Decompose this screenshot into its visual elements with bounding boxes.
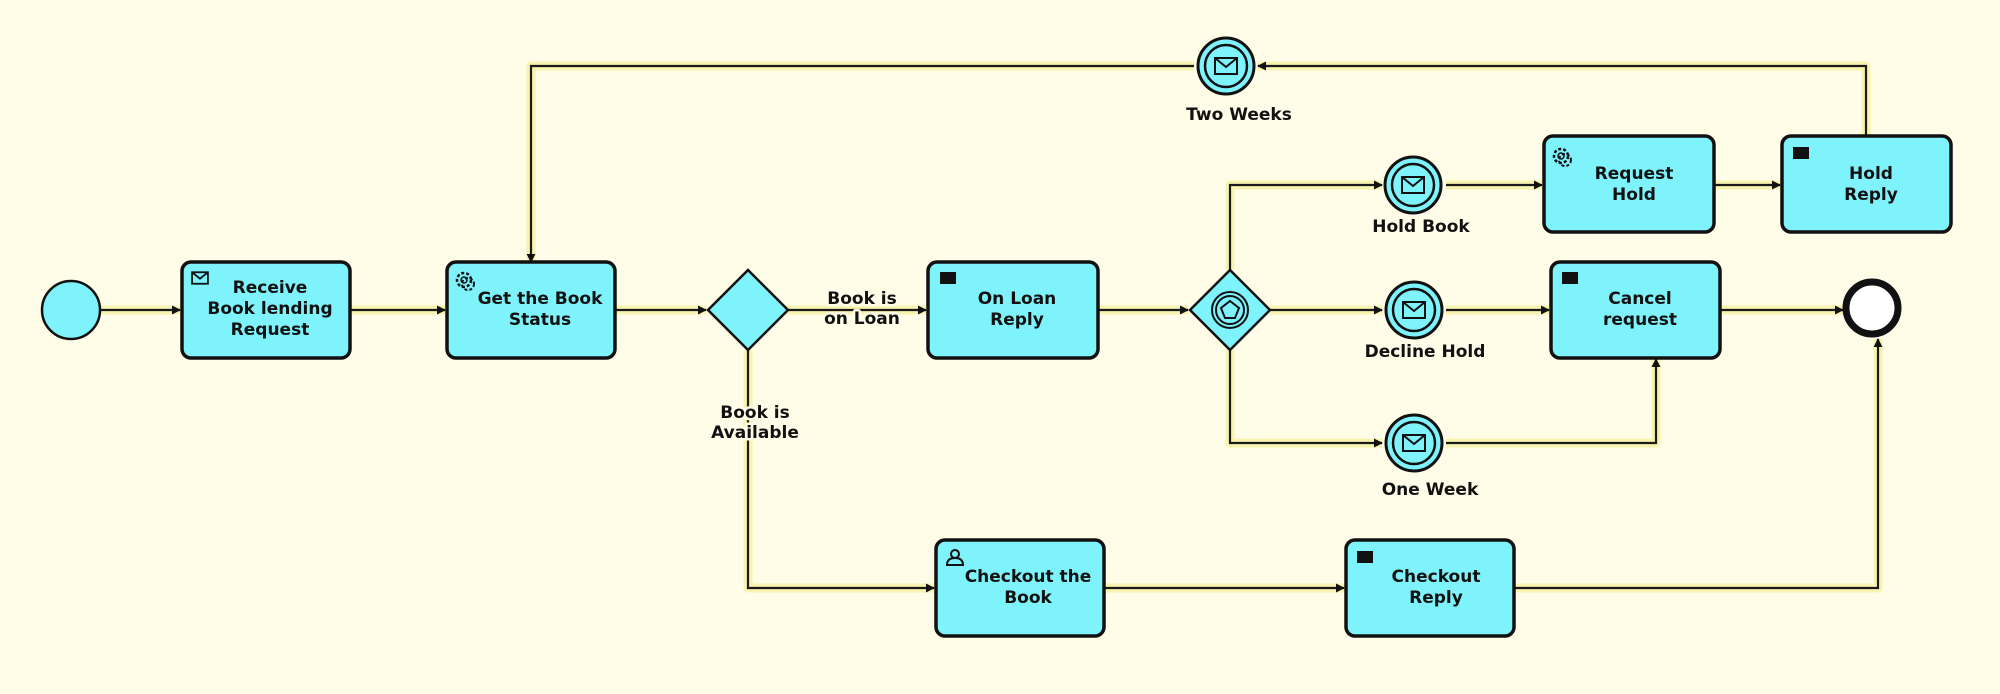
- envelope-icon: [1402, 301, 1426, 319]
- task-label-line: Reply: [1844, 185, 1898, 205]
- task-checkout-the-book[interactable]: Checkout the Book: [934, 538, 1106, 638]
- end-event[interactable]: [1842, 278, 1902, 338]
- label-book-available: Book is: [720, 403, 790, 423]
- event-decline-hold[interactable]: [1384, 280, 1444, 340]
- sequence-flows: [100, 61, 1883, 593]
- task-label-line: Cancel: [1608, 289, 1671, 309]
- event-based-gateway[interactable]: [1188, 268, 1272, 352]
- send-message-icon: [1357, 551, 1373, 563]
- flow-one-week-to-cancel[interactable]: [1446, 358, 1661, 445]
- flow-gateway-to-checkout-book[interactable]: [746, 350, 935, 593]
- event-hold-book[interactable]: [1383, 155, 1443, 215]
- envelope-icon: [1402, 434, 1426, 452]
- flow-event-gateway-to-one-week[interactable]: [1228, 350, 1383, 448]
- label-hold-book: Hold Book: [1372, 217, 1470, 237]
- label-book-on-loan: Book is: [827, 289, 897, 309]
- task-request-hold[interactable]: Request Hold: [1542, 134, 1716, 234]
- event-two-weeks[interactable]: [1196, 36, 1256, 96]
- task-receive-book-lending-request[interactable]: Receive Book lending Request: [180, 260, 352, 360]
- event-one-week[interactable]: [1384, 413, 1444, 473]
- exclusive-gateway[interactable]: [706, 268, 790, 352]
- user-icon: [945, 549, 965, 566]
- flow-two-weeks-to-get-status[interactable]: [526, 64, 1194, 263]
- task-label-line: Reply: [1409, 588, 1463, 608]
- task-label-line: Checkout: [1392, 567, 1481, 587]
- task-on-loan-reply[interactable]: On Loan Reply: [926, 260, 1100, 360]
- envelope-icon: [1401, 176, 1425, 194]
- task-label-line: Checkout the: [965, 567, 1092, 587]
- task-label-line: Hold: [1612, 185, 1656, 205]
- task-label-line: Request: [1595, 164, 1674, 184]
- flow-hold-reply-to-two-weeks[interactable]: [1257, 61, 1868, 136]
- task-label-line: Hold: [1849, 164, 1893, 184]
- gear-icon: [1552, 147, 1572, 167]
- send-message-icon: [1793, 147, 1809, 159]
- task-get-book-status[interactable]: Get the Book Status: [445, 260, 617, 360]
- task-cancel-request[interactable]: Cancel request: [1549, 260, 1722, 360]
- task-label-line: Status: [509, 310, 571, 330]
- envelope-icon: [191, 271, 209, 285]
- task-label-line: Book: [1004, 588, 1052, 608]
- start-event[interactable]: [40, 279, 102, 341]
- label-decline-hold: Decline Hold: [1365, 342, 1486, 362]
- gear-icon: [455, 271, 475, 291]
- task-label-line: Receive: [233, 278, 308, 298]
- flow-event-gateway-to-hold-book[interactable]: [1228, 180, 1383, 270]
- label-one-week: One Week: [1382, 480, 1479, 500]
- task-label-line: Book lending: [207, 299, 332, 319]
- label-two-weeks: Two Weeks: [1186, 105, 1292, 125]
- label-book-on-loan-line2: on Loan: [824, 309, 900, 329]
- task-hold-reply[interactable]: Hold Reply: [1780, 134, 1953, 234]
- send-message-icon: [1562, 272, 1578, 284]
- task-label-line: Reply: [990, 310, 1044, 330]
- task-label-line: Get the Book: [478, 289, 604, 309]
- task-label-line: On Loan: [978, 289, 1057, 309]
- task-label-line: request: [1603, 310, 1677, 330]
- label-book-available-line2: Available: [711, 423, 799, 443]
- task-checkout-reply[interactable]: Checkout Reply: [1344, 538, 1516, 638]
- flow-checkout-reply-to-end[interactable]: [1514, 338, 1883, 590]
- envelope-icon: [1214, 57, 1238, 75]
- task-label-line: Request: [231, 320, 310, 340]
- send-message-icon: [940, 272, 956, 284]
